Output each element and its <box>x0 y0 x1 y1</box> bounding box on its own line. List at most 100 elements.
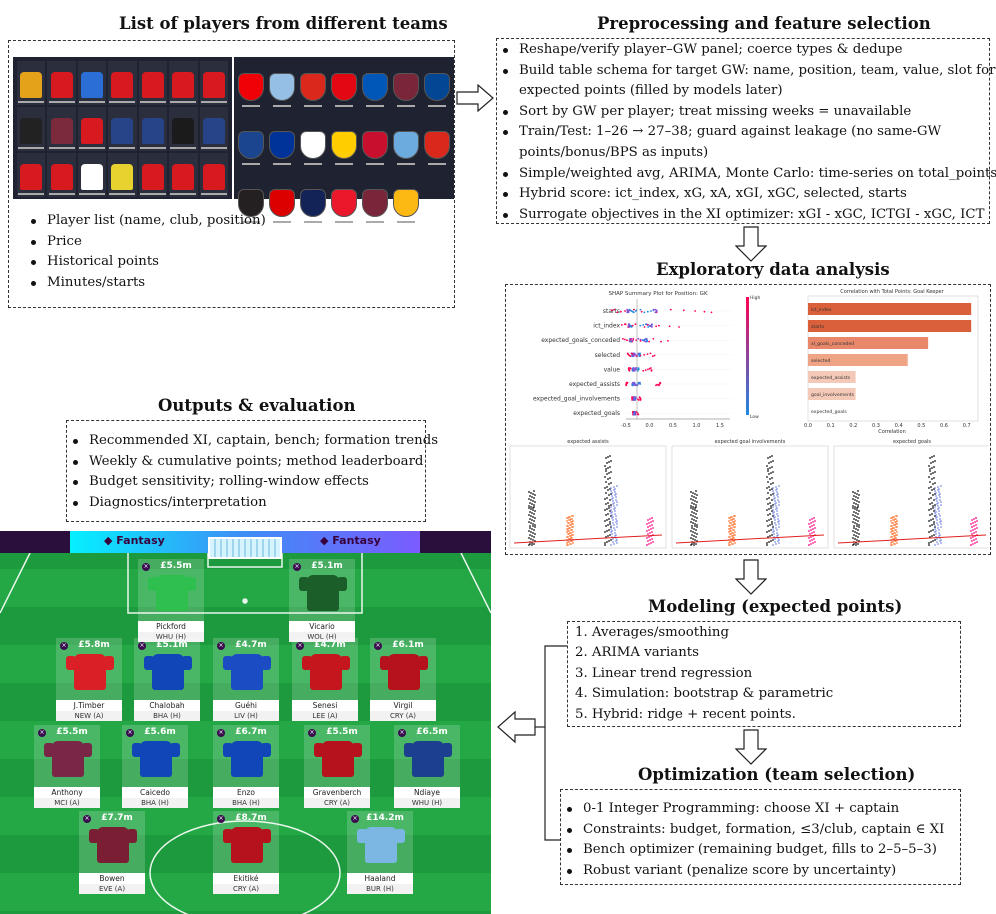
player-fixture: WOL (H) <box>289 632 355 642</box>
remove-icon[interactable]: × <box>398 729 406 737</box>
club-crest-icon <box>269 121 296 175</box>
scatter-point <box>939 518 941 520</box>
scatter-point <box>614 491 616 493</box>
remove-icon[interactable]: × <box>293 563 301 571</box>
scatter-point <box>976 541 978 543</box>
remove-icon[interactable]: × <box>60 642 68 650</box>
scatter-point <box>937 543 939 545</box>
scatter-point <box>767 457 769 459</box>
player-price: £5.5m <box>56 727 88 737</box>
scatter-point <box>695 520 697 522</box>
scatter-point <box>769 524 771 526</box>
scatter-point <box>929 536 931 538</box>
shap-point <box>652 308 655 311</box>
shirt-icon <box>50 72 73 98</box>
scatter-point <box>934 525 936 527</box>
remove-icon[interactable]: × <box>217 729 225 737</box>
scatter-point <box>778 542 780 544</box>
scatter-point <box>529 543 531 545</box>
scatter-point <box>972 522 974 524</box>
bullet-item: Historical points <box>27 252 266 273</box>
remove-icon[interactable]: × <box>308 729 316 737</box>
remove-icon[interactable]: × <box>351 815 359 823</box>
shap-point <box>629 367 632 370</box>
scatter-point <box>730 541 732 543</box>
remove-icon[interactable]: × <box>142 563 150 571</box>
scatter-point <box>892 541 894 543</box>
scatter-point <box>766 498 768 500</box>
scatter-point <box>692 506 694 508</box>
scatter-point <box>933 455 935 457</box>
remove-icon[interactable]: × <box>374 642 382 650</box>
scatter-point <box>650 542 652 544</box>
scatter-point <box>936 503 938 505</box>
scatter-point <box>648 536 650 538</box>
club-crest-icon <box>361 179 388 233</box>
scatter-point <box>570 524 572 526</box>
scatter-point <box>768 497 770 499</box>
remove-icon[interactable]: × <box>38 729 46 737</box>
remove-icon[interactable]: × <box>126 729 134 737</box>
scatter-point <box>531 544 533 546</box>
player-card <box>17 61 46 105</box>
scatter-point <box>531 519 533 521</box>
scatter-point <box>892 533 894 535</box>
optimization-title: Optimization (team selection) <box>638 765 916 784</box>
remove-icon[interactable]: × <box>83 815 91 823</box>
club-crest-icon <box>269 179 296 233</box>
shap-point <box>637 352 640 355</box>
scatter-point <box>971 540 973 542</box>
shap-point <box>634 310 637 312</box>
scatter-point <box>733 518 735 520</box>
shap-point <box>644 369 647 371</box>
scatter-point <box>614 513 616 515</box>
scatter-point <box>856 516 858 518</box>
scatter-point <box>610 544 612 546</box>
scatter-point <box>696 524 698 526</box>
scatter-point <box>610 504 612 506</box>
remove-icon[interactable]: × <box>217 642 225 650</box>
correlation-bar-chart: Correlation with Total Points: Goal Keep… <box>804 289 979 435</box>
remove-icon[interactable]: × <box>296 642 304 650</box>
scatter-point <box>769 489 771 491</box>
remove-icon[interactable]: × <box>138 642 146 650</box>
scatter-frame <box>833 445 988 549</box>
scatter-point <box>732 535 734 537</box>
player-price: £8.7m <box>235 813 267 823</box>
scatter-point <box>775 489 777 491</box>
scatter-point <box>693 535 695 537</box>
scatter-point <box>733 521 735 523</box>
scatter-point <box>569 527 571 529</box>
scatter-point <box>610 539 612 541</box>
shap-point <box>628 369 631 372</box>
shap-high-label: High <box>750 295 760 301</box>
scatter-point <box>974 542 976 544</box>
remove-icon[interactable]: × <box>217 815 225 823</box>
bullet-item: Budget sensitivity; rolling-window effec… <box>69 472 438 493</box>
player-price: £6.5m <box>416 727 448 737</box>
scatter-point <box>694 532 696 534</box>
scatter-point <box>651 524 653 526</box>
scatter-point <box>572 526 574 528</box>
player-price: £5.5m <box>160 561 192 571</box>
scatter-point <box>534 517 536 519</box>
scatter-point <box>938 513 940 515</box>
scatter-point <box>856 523 858 525</box>
scatter-point <box>808 544 810 546</box>
scatter-point <box>928 487 930 489</box>
